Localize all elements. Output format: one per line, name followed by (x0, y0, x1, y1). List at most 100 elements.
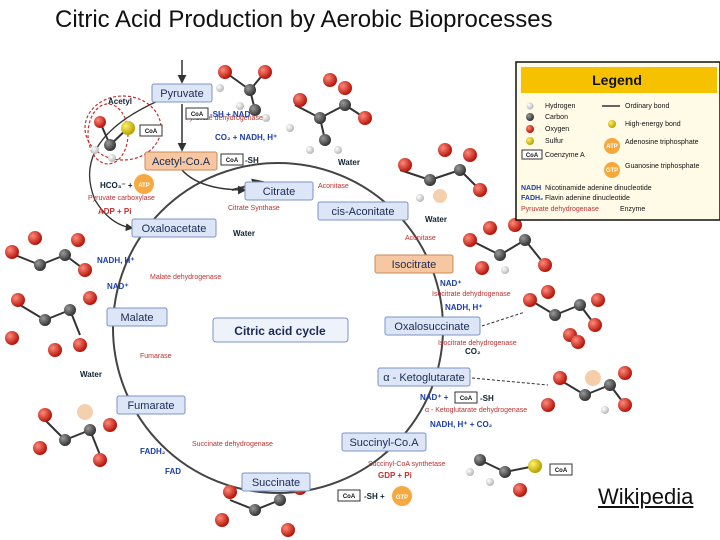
molecule-oxalosuccinate (523, 285, 605, 349)
succinyl-coa-label: Succinyl-Co.A (349, 437, 419, 449)
legend-carbon-label: Carbon (545, 114, 568, 121)
molecule-malate (5, 291, 97, 357)
legend-enzyme-label: Enzyme (620, 206, 645, 213)
water-citrate-label: Water (338, 158, 360, 167)
enzyme-aconitase-1: Aconitase (318, 183, 349, 190)
pointer-oxalosuccinate (481, 311, 526, 327)
isocitrate-label: Isocitrate (392, 259, 437, 271)
enzyme-fumarase: Fumarase (140, 353, 172, 360)
oxaloacetate-label: Oxaloacetate (142, 223, 207, 235)
coa-label-kg: CoA (460, 396, 473, 402)
coa-box-acetyl (139, 124, 163, 137)
molecule-succinyl-coa (466, 454, 542, 497)
center-label-box: Citric acid cycle (212, 317, 349, 343)
legend-atp-symbol: ATP (606, 144, 618, 150)
legend-gtp-symbol: GTP (606, 168, 618, 174)
node-citrate[interactable]: Citrate (244, 181, 314, 201)
molecule-oxaloacetate (5, 231, 92, 277)
legend-nadh-symbol: NADH (521, 185, 541, 192)
enzyme-succinate-dehydrogenase: Succinate dehydrogenase (192, 441, 273, 448)
coa-label-succinylcoa: CoA (555, 468, 568, 474)
coa-label-acetyl: CoA (145, 129, 158, 135)
legend-oxygen-label: Oxygen (545, 126, 569, 133)
enzyme-ketoglutarate-dehydrogenase: α - Ketoglutarate dehydrogenase (425, 407, 527, 414)
node-malate[interactable]: Malate (106, 307, 168, 327)
pyruvate-label: Pyruvate (160, 88, 203, 100)
gtp-badge (392, 486, 412, 506)
legend-nadh-label: Nicotinamide adenine dinucleotide (545, 185, 652, 192)
coa-sh-label: -SH (245, 156, 259, 165)
acetyl-label: Acetyl (108, 97, 132, 106)
gdp-pi-label: GDP + Pi (378, 471, 412, 480)
node-fumarate[interactable]: Fumarate (116, 395, 186, 415)
sh-kg-label: -SH (480, 394, 494, 403)
legend-title: Legend (592, 72, 642, 88)
molecule-fumarate (33, 404, 117, 467)
sh-nad-label: -SH + NAD (210, 110, 250, 119)
node-succinate[interactable]: Succinate (241, 472, 311, 492)
arrow-pyruvate-oxaloacetate (88, 99, 161, 232)
node-pyruvate[interactable]: Pyruvate (151, 83, 213, 103)
legend-fadh2-symbol: FADH₂ (521, 195, 543, 202)
malate-label: Malate (120, 312, 153, 324)
coa-box-succinate (337, 489, 361, 502)
adp-pi-label: ADP + Pi (98, 207, 131, 216)
enzyme-citrate-synthase: Citrate Synthase (228, 205, 280, 212)
legend-carbon-icon (526, 113, 534, 121)
nad-iso-label: NAD⁺ (440, 279, 462, 288)
molecule-isocitrate (463, 218, 552, 275)
coa-box-kg (454, 391, 478, 404)
coa-box-acetylcoa (220, 153, 244, 166)
atp-badge (134, 174, 154, 194)
nadh-malate-label: NADH, H⁺ (97, 256, 135, 265)
coa-box-succinylcoa (549, 463, 573, 476)
source-credit-link[interactable]: Wikipedia (598, 484, 694, 509)
molecule-acetyl (91, 116, 135, 162)
co2-nadh-label: CO₂ + NADH, H⁺ (215, 133, 277, 142)
legend-atp-icon (604, 138, 620, 154)
legend-gtp-icon (604, 162, 620, 178)
enzyme-isocitrate-dehydrogenase: Isocitrate dehydrogenase (432, 291, 511, 298)
node-cis-aconitate[interactable]: cis-Aconitate (317, 201, 409, 221)
enzyme-pyruvate-dehydrogenase: Pyruvate dehydrogenase (185, 115, 263, 122)
node-oxalosuccinate[interactable]: Oxalosuccinate (384, 316, 481, 336)
pointer-ketoglutarate (471, 377, 549, 386)
legend-high-energy-bond-icon (608, 120, 616, 128)
legend-enzyme-symbol: Pyruvate dehydrogenase (521, 206, 599, 213)
cis-aconitate-label: cis-Aconitate (332, 206, 395, 218)
node-acetyl-coa[interactable]: Acetyl-Co.A (144, 151, 218, 171)
legend-hydrogen-icon (526, 102, 534, 110)
co2-oxalo-label: CO₂ (465, 347, 481, 356)
enzyme-oxalosuccinate-dehydrogenase: Isocitrate dehydrogenase (438, 340, 517, 347)
nad-kg-label: NAD⁺ + (420, 393, 449, 402)
nadh-iso-label: NADH, H⁺ (445, 303, 483, 312)
fadh2-label: FADH₂ (140, 447, 166, 456)
center-label: Citric acid cycle (234, 324, 326, 338)
legend-coa-icon (521, 149, 543, 160)
legend-coa-label: Coenzyme A (545, 152, 585, 159)
coa-box-pyruvate (185, 107, 209, 120)
water-cis-label: Water (425, 215, 447, 224)
molecule-ketoglutarate (541, 366, 632, 414)
a-ketoglutarate-label: α - Ketoglutarate (383, 372, 465, 384)
legend-panel: Legend Hydrogen Carbon Oxygen Sulfur CoA… (515, 61, 720, 221)
node-oxaloacetate[interactable]: Oxaloacetate (131, 218, 217, 238)
enzyme-pyruvate-carboxylase: Pyruvate carboxylase (88, 195, 155, 202)
water-fumarate-label: Water (80, 370, 102, 379)
hco3-label: HCO₃⁻ + (100, 181, 133, 190)
legend-ordinary-bond-label: Ordinary bond (625, 103, 669, 110)
node-succinyl-coa[interactable]: Succinyl-Co.A (341, 432, 427, 452)
atp-label: ATP (138, 183, 150, 189)
fumarate-label: Fumarate (127, 400, 174, 412)
enzyme-succinyl-coa-synthetase: Succinyl-CoA synthetase (368, 461, 446, 468)
nadh-co2-kg-label: NADH, H⁺ + CO₂ (430, 420, 493, 429)
succinate-label: Succinate (252, 477, 300, 489)
node-a-ketoglutarate[interactable]: α - Ketoglutarate (377, 367, 471, 387)
coa-label-succinate: CoA (343, 494, 356, 500)
sh-gtp-label: -SH + (364, 492, 385, 501)
legend-coa-symbol: CoA (526, 153, 539, 159)
node-isocitrate[interactable]: Isocitrate (374, 254, 454, 274)
enzyme-aconitase-2: Aconitase (405, 235, 436, 242)
legend-sulfur-label: Sulfur (545, 138, 564, 145)
acetyl-coa-label: Acetyl-Co.A (152, 156, 211, 168)
